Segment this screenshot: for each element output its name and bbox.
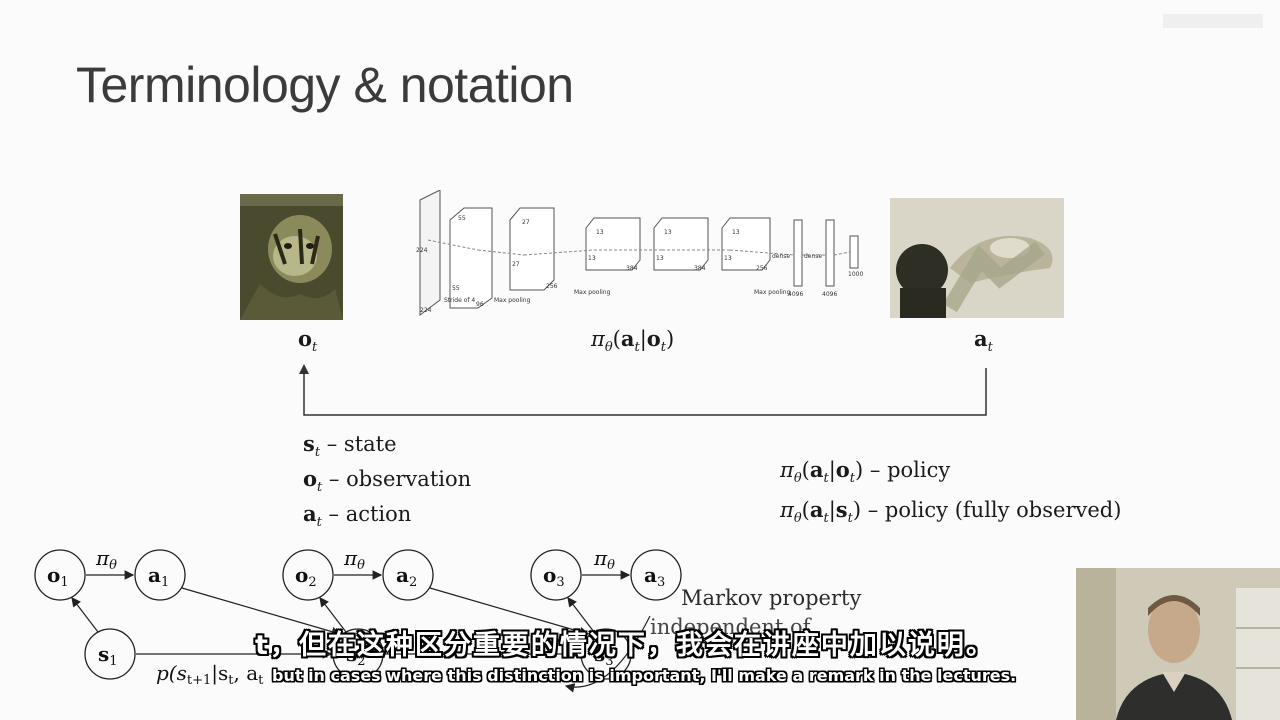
cnn-label: 13 [664,229,672,236]
definition-action: at – action [303,501,412,530]
node-s2: s2 [346,642,366,669]
cnn-label: 4096 [788,291,803,298]
cnn-label: 4096 [822,291,837,298]
action-image [890,198,1064,318]
feedback-arrow [299,364,987,416]
cnn-label: 13 [596,229,604,236]
cnn-label: 27 [522,219,530,226]
observation-label: ot [298,326,318,355]
cnn-label: 1000 [848,271,863,278]
markov-property-sub: independent of [650,615,811,639]
webcam-video [1076,568,1280,720]
cnn-label: dense [804,253,822,260]
cnn-label: 13 [732,229,740,236]
cnn-label: 384 [626,265,638,272]
cnn-label: Stride of 4 [444,297,475,304]
subtitle-english: but in cases where this distinction is i… [272,666,1017,685]
node-a3: a3 [644,563,665,590]
node-o3: o3 [543,563,565,590]
cnn-label: 55 [458,215,466,222]
edge-pi-label: πθ [343,546,365,573]
node-s1: s1 [98,642,118,669]
markov-property-label: Markov property [681,586,862,610]
subtitle-chinese: t，但在这种区分重要的情况下，我会在讲座中加以说明。 [255,630,995,661]
cnn-architecture-diagram: 224 224 Stride of 4 55 55 96 Max pooling… [416,190,863,316]
node-o1: o1 [47,563,69,590]
policy-definitions: πθ(at|ot) – policy πθ(at|st) – policy (f… [780,456,1121,536]
cnn-label: Max pooling [494,297,531,304]
edge-pi-label: πθ [593,546,615,573]
node-o2: o2 [295,563,317,590]
node-a2: a2 [396,563,417,590]
tiger-observation-image [240,194,343,320]
cnn-label: 256 [546,283,558,290]
cnn-label: 13 [588,255,596,262]
cnn-label: 224 [416,247,428,254]
graphical-model-diagram: o1 a1 o2 a2 o3 a3 s1 s2 s3 πθ πθ πθ p(st… [34,546,682,693]
action-label: at [974,326,993,355]
slide-title: Terminology & notation [76,57,574,113]
cnn-label: 55 [452,285,460,292]
policy-full: πθ(at|st) – policy (fully observed) [780,497,1122,526]
cnn-label: 13 [656,255,664,262]
transition-label: p(st+1|st, at [156,661,264,688]
corner-logo-icon [1163,14,1263,28]
cnn-label: 224 [420,307,432,314]
policy-label: πθ(at|ot) [591,326,675,355]
definition-state: st – state [303,431,397,460]
definition-observation: ot – observation [303,466,472,495]
cnn-label: 384 [694,265,706,272]
cnn-label: 256 [756,265,768,272]
cnn-label: 96 [476,301,484,308]
cnn-label: 27 [512,261,520,268]
cnn-label: dense [772,253,790,260]
node-a1: a1 [148,563,169,590]
node-s3: s3 [594,642,614,669]
cnn-label: 13 [724,255,732,262]
edge-pi-label: πθ [95,546,117,573]
cnn-label: Max pooling [574,289,611,296]
policy-partial: πθ(at|ot) – policy [780,457,951,486]
definitions-list: st – state ot – observation at – action [303,428,471,533]
cnn-label: Max pooling [754,289,791,296]
